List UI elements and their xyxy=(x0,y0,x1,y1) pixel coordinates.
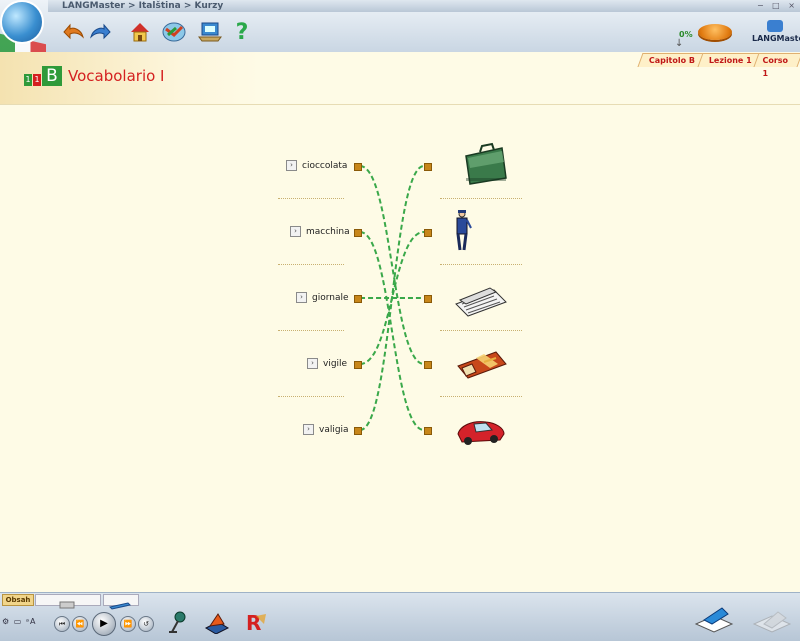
fast-forward-button[interactable]: ⏩ xyxy=(120,616,136,632)
window-title: LANGMaster > Italština > Kurzy xyxy=(62,1,224,11)
rewind-button[interactable]: ⏪ xyxy=(72,616,88,632)
progress-percent: 0% xyxy=(679,30,693,39)
previous-page-button[interactable] xyxy=(694,606,734,636)
home-icon xyxy=(131,23,149,42)
row-divider xyxy=(278,330,344,331)
audio-play-icon[interactable]: › xyxy=(286,160,297,171)
help-button[interactable]: ? xyxy=(235,19,249,45)
row-divider xyxy=(278,264,344,265)
left-connector-dot[interactable] xyxy=(354,361,362,369)
back-arrow-icon xyxy=(63,23,84,40)
right-connector-dot[interactable] xyxy=(424,163,432,171)
keyboard-icon xyxy=(59,601,75,609)
word-valigia: valigia xyxy=(319,425,349,435)
tab-notes[interactable] xyxy=(35,594,101,609)
row-divider xyxy=(440,330,522,331)
repeat-button[interactable]: ↺ xyxy=(138,616,154,632)
newspaper-icon xyxy=(455,287,507,317)
forward-arrow-icon xyxy=(90,23,111,40)
row-divider xyxy=(278,396,344,397)
left-connector-dot[interactable] xyxy=(354,295,362,303)
logo-text: LANGMaster xyxy=(752,34,800,43)
map-button[interactable] xyxy=(162,20,186,44)
books-icon xyxy=(204,613,230,635)
row-divider xyxy=(440,396,522,397)
briefcase-icon xyxy=(465,142,507,185)
laptop-icon xyxy=(198,22,222,42)
connection-line xyxy=(359,165,425,365)
right-connector-dot[interactable] xyxy=(424,361,432,369)
row-divider xyxy=(440,264,522,265)
svg-text:R: R xyxy=(246,611,261,634)
back-button[interactable] xyxy=(62,20,86,44)
logo-icon xyxy=(767,20,783,32)
progress-arrow-icon: ↓ xyxy=(675,38,684,49)
progress-coin-icon xyxy=(698,24,732,40)
badge-number: 1 xyxy=(24,74,32,86)
tab-obsah[interactable]: Obsah xyxy=(2,594,34,606)
dictionary-button[interactable] xyxy=(198,20,222,44)
pen-icon xyxy=(109,602,131,610)
word-cioccolata: cioccolata xyxy=(302,161,348,171)
right-connector-dot[interactable] xyxy=(424,427,432,435)
letter-r-icon: R xyxy=(246,611,266,635)
window-controls[interactable]: − □ × xyxy=(756,1,798,10)
row-divider xyxy=(278,198,344,199)
breadcrumb-label: Capitolo B xyxy=(648,56,696,65)
forward-button[interactable] xyxy=(88,20,112,44)
page-title: Vocabolario I xyxy=(68,67,165,85)
globe-logo-icon xyxy=(2,2,42,42)
next-page-button[interactable] xyxy=(752,606,792,636)
audio-play-icon[interactable]: › xyxy=(290,226,301,237)
connection-line xyxy=(359,231,425,431)
word-vigile: vigile xyxy=(323,359,348,369)
left-connector-dot[interactable] xyxy=(354,163,362,171)
home-button[interactable] xyxy=(128,20,152,44)
word-macchina: macchina xyxy=(306,227,350,237)
langmaster-logo: LANGMaster xyxy=(752,20,800,43)
status-icons[interactable]: ⚙ ▭ ᵃA xyxy=(2,617,37,626)
car-icon xyxy=(457,421,505,445)
audio-play-icon[interactable]: › xyxy=(296,292,307,303)
breadcrumb-label: Lezione 1 xyxy=(708,56,752,65)
lesson-badge: 1 1 B xyxy=(24,66,62,86)
audio-play-icon[interactable]: › xyxy=(303,424,314,435)
review-button[interactable]: R xyxy=(242,610,266,635)
connection-line xyxy=(359,231,425,365)
right-connector-dot[interactable] xyxy=(424,229,432,237)
play-button[interactable]: ▶ xyxy=(92,612,116,636)
badge-letter: B xyxy=(42,66,62,86)
left-connector-dot[interactable] xyxy=(354,427,362,435)
word-giornale: giornale xyxy=(312,293,349,303)
record-button[interactable] xyxy=(166,610,190,634)
first-track-button[interactable]: ⏮ xyxy=(54,616,70,632)
breadcrumb-corso[interactable]: Corso 1 xyxy=(753,53,800,78)
grammar-button[interactable] xyxy=(204,610,230,635)
breadcrumb-capitolo[interactable]: Capitolo B xyxy=(637,53,707,67)
tab-pen[interactable] xyxy=(103,594,139,610)
title-strip xyxy=(48,0,800,12)
globe-map-icon xyxy=(162,22,186,42)
left-connector-dot[interactable] xyxy=(354,229,362,237)
audio-play-icon[interactable]: › xyxy=(307,358,318,369)
forward-page-icon xyxy=(752,611,792,633)
breadcrumb-label: Corso 1 xyxy=(762,56,789,78)
chocolate-icon xyxy=(457,351,507,379)
policeman-icon xyxy=(456,210,472,251)
badge-number: 1 xyxy=(33,74,41,86)
microphone-icon xyxy=(169,611,186,633)
back-page-icon xyxy=(694,607,734,633)
right-connector-dot[interactable] xyxy=(424,295,432,303)
row-divider xyxy=(440,198,522,199)
connection-line xyxy=(359,165,425,431)
